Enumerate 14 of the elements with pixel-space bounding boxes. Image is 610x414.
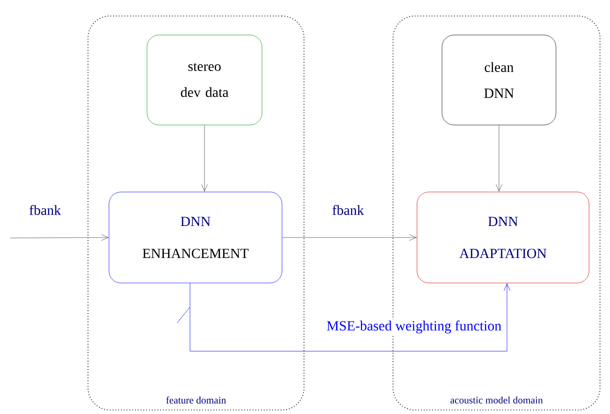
arrow [10, 234, 108, 241]
region-label: feature domain [166, 396, 226, 404]
edge-label: fbank [331, 204, 365, 216]
arrow [282, 234, 416, 241]
region-label: acoustic model domain [450, 396, 543, 404]
process-box: DNN ENHANCEMENT [108, 192, 282, 284]
process-box: DNN ADAPTATION [416, 192, 590, 284]
edge-label: MSE-based weighting function [326, 320, 502, 334]
edge-label: fbank [28, 204, 62, 216]
process-box: stereo dev data [146, 34, 262, 126]
process-box: clean DNN [442, 34, 556, 126]
arrow [496, 125, 502, 192]
arrow [201, 125, 208, 192]
arrow [190, 283, 510, 352]
